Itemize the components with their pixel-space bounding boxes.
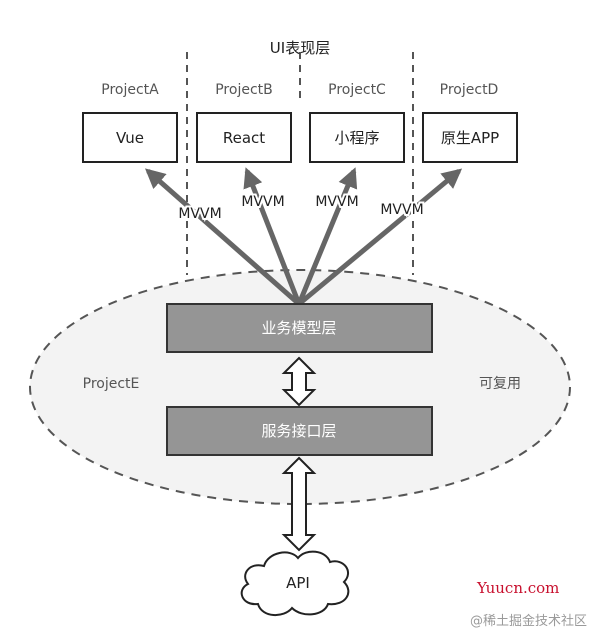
mvvm-label-c: MVVM bbox=[315, 194, 358, 210]
project-a-label: ProjectA bbox=[101, 82, 159, 98]
api-cloud bbox=[240, 550, 350, 616]
react-box-label: React bbox=[223, 129, 265, 147]
native-app-box bbox=[422, 112, 518, 163]
project-e-label: ProjectE bbox=[83, 376, 140, 392]
react-box bbox=[196, 112, 292, 163]
ui-layer-title: UI表现层 bbox=[270, 39, 330, 57]
mvvm-arrow-to-miniprogram bbox=[296, 167, 358, 305]
service-interface-layer-label: 服务接口层 bbox=[261, 422, 336, 440]
miniprogram-box-label: 小程序 bbox=[334, 129, 379, 147]
project-b-label: ProjectB bbox=[215, 82, 273, 98]
miniprogram-box bbox=[309, 112, 405, 163]
mvvm-arrow-to-react bbox=[243, 167, 302, 305]
mvvm-label-b: MVVM bbox=[241, 194, 284, 210]
layers-double-arrow bbox=[281, 356, 317, 407]
watermark-community: @稀土掘金技术社区 bbox=[470, 614, 588, 629]
vue-box bbox=[82, 112, 178, 163]
vue-box-label: Vue bbox=[116, 129, 144, 147]
project-d-label: ProjectD bbox=[440, 82, 499, 98]
native-app-box-label: 原生APP bbox=[441, 129, 499, 147]
mvvm-label-d: MVVM bbox=[380, 202, 423, 218]
api-cloud-label: API bbox=[286, 574, 310, 592]
business-model-layer bbox=[166, 303, 433, 353]
business-model-layer-label: 业务模型层 bbox=[261, 319, 336, 337]
watermark-site: Yuucn.com bbox=[477, 579, 560, 597]
mvvm-arrow-to-vue bbox=[144, 168, 301, 306]
reusable-label: 可复用 bbox=[479, 375, 521, 392]
api-double-arrow bbox=[281, 456, 317, 552]
service-interface-layer bbox=[166, 406, 433, 456]
project-c-label: ProjectC bbox=[328, 82, 386, 98]
mvvm-arrow-to-native-app bbox=[297, 168, 463, 306]
mvvm-label-a: MVVM bbox=[178, 206, 221, 222]
